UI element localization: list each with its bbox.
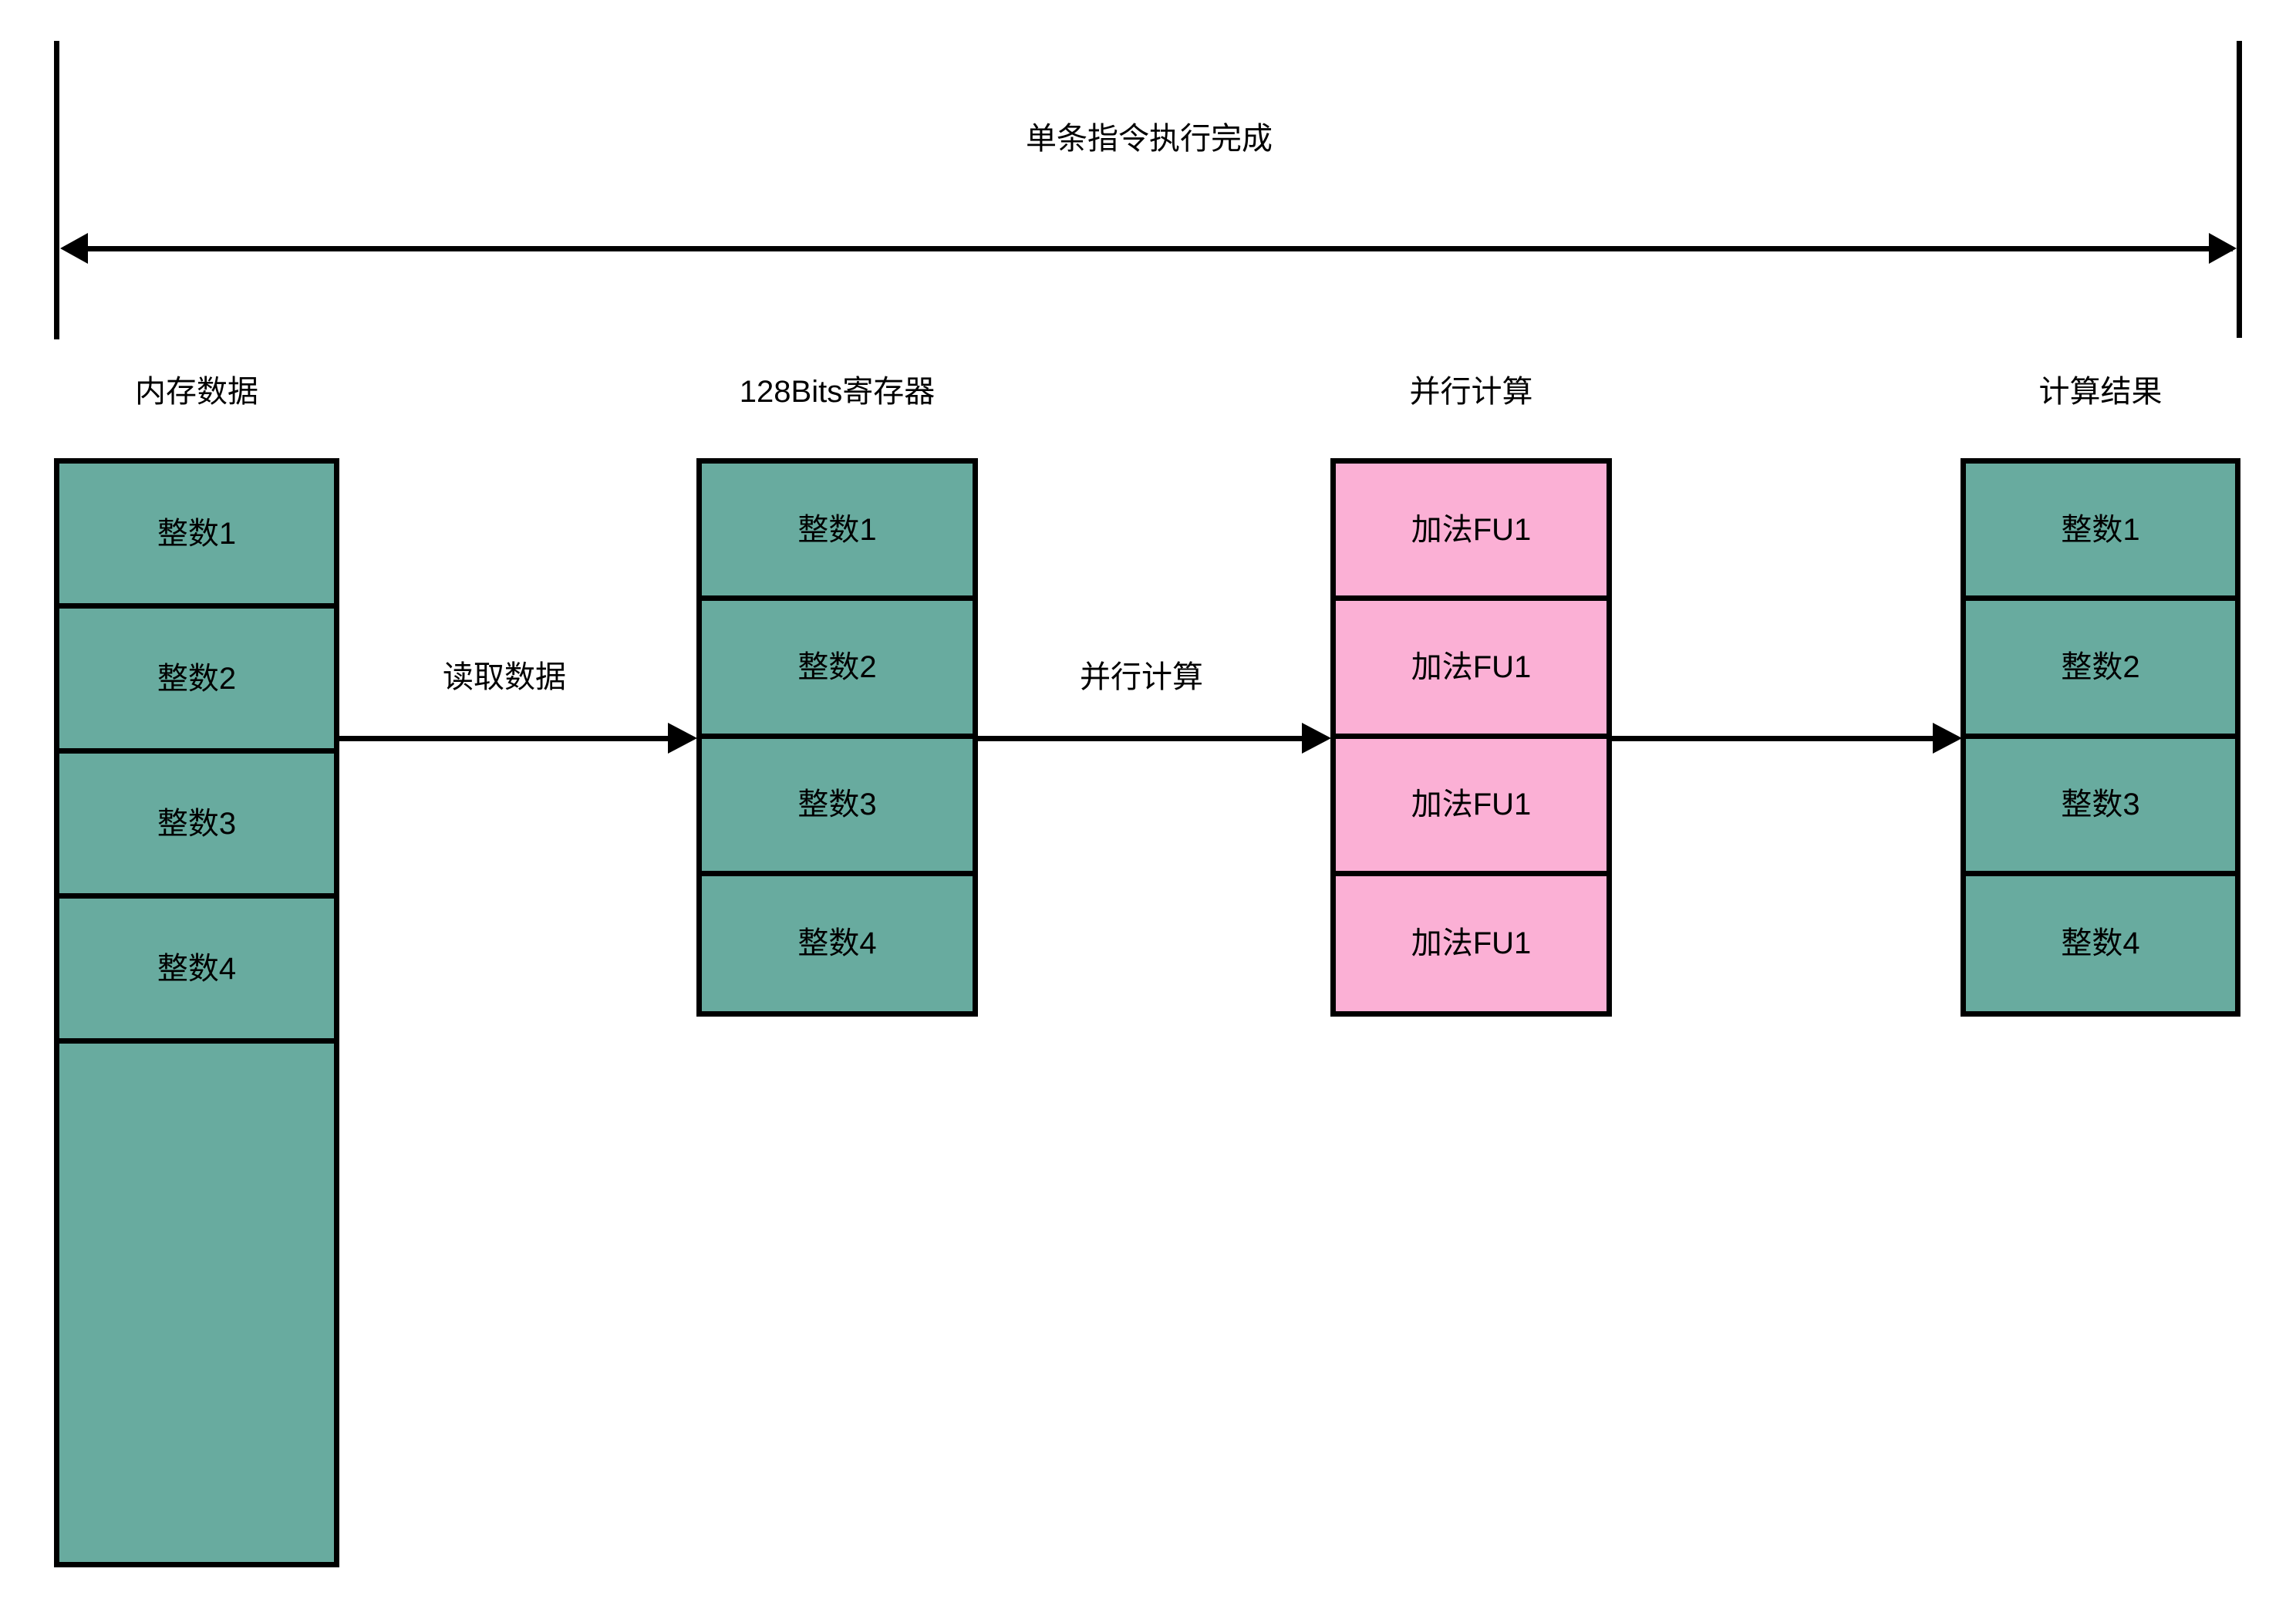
flow-arrow-parallel-line bbox=[978, 736, 1303, 741]
register-stack: 整数1 整数2 整数3 整数4 bbox=[696, 458, 978, 1017]
register-cell: 整数2 bbox=[702, 601, 973, 739]
memory-cell-empty bbox=[59, 1044, 334, 1562]
flow-arrow-read-line bbox=[339, 736, 669, 741]
flow-label-read-data: 读取数据 bbox=[443, 660, 566, 694]
flow-arrow-read-head bbox=[668, 723, 697, 754]
memory-data-stack: 整数1 整数2 整数3 整数4 bbox=[54, 458, 339, 1567]
memory-cell: 整数3 bbox=[59, 754, 334, 899]
result-cell: 整数3 bbox=[1966, 738, 2235, 876]
result-cell: 整数4 bbox=[1966, 875, 2235, 1012]
flow-arrow-result-line bbox=[1612, 736, 1936, 741]
timeline-label: 单条指令执行完成 bbox=[1026, 122, 1273, 156]
compute-unit-cell: 加法FU1 bbox=[1336, 601, 1607, 739]
column-header-result: 计算结果 bbox=[2038, 375, 2163, 409]
flow-arrow-parallel-head bbox=[1302, 723, 1331, 754]
register-cell: 整数1 bbox=[702, 464, 973, 602]
timeline-left-tick bbox=[54, 41, 59, 339]
compute-unit-cell: 加法FU1 bbox=[1336, 464, 1607, 602]
register-cell: 整数4 bbox=[702, 875, 973, 1012]
compute-unit-cell: 加法FU1 bbox=[1336, 875, 1607, 1012]
timeline-right-tick bbox=[2237, 41, 2242, 338]
timeline-arrowhead-right bbox=[2209, 233, 2237, 264]
compute-unit-cell: 加法FU1 bbox=[1336, 738, 1607, 876]
flow-label-parallel-compute: 并行计算 bbox=[1080, 660, 1203, 694]
memory-cell: 整数2 bbox=[59, 609, 334, 754]
memory-cell: 整数4 bbox=[59, 899, 334, 1044]
flow-arrow-result-head bbox=[1933, 723, 1962, 754]
result-cell: 整数1 bbox=[1966, 464, 2235, 602]
memory-cell: 整数1 bbox=[59, 464, 334, 609]
result-cell: 整数2 bbox=[1966, 601, 2235, 739]
column-header-memory: 内存数据 bbox=[135, 375, 258, 409]
timeline-span-line bbox=[85, 246, 2233, 251]
result-stack: 整数1 整数2 整数3 整数4 bbox=[1961, 458, 2240, 1017]
parallel-compute-stack: 加法FU1 加法FU1 加法FU1 加法FU1 bbox=[1330, 458, 1612, 1017]
timeline-arrowhead-left bbox=[60, 233, 88, 264]
register-cell: 整数3 bbox=[702, 738, 973, 876]
column-header-register: 128Bits寄存器 bbox=[739, 375, 936, 409]
column-header-parallel-compute: 并行计算 bbox=[1409, 375, 1533, 409]
